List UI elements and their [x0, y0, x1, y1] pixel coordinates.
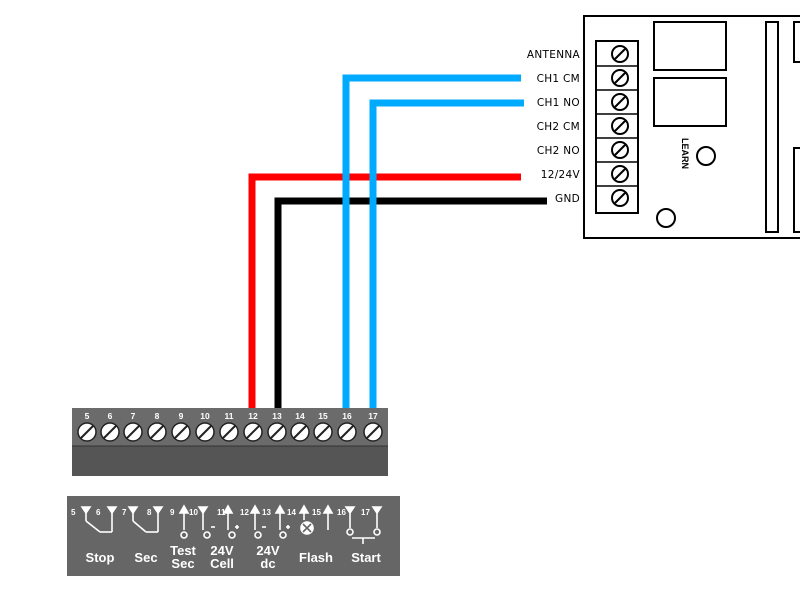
legend-label-test-sec: Sec	[171, 556, 194, 571]
control-screw-12	[243, 422, 263, 442]
test-sec-icon	[178, 504, 190, 539]
control-screw-15	[313, 422, 333, 442]
legend-number-17: 17	[361, 508, 370, 517]
terminal-number-12: 12	[248, 411, 258, 421]
receiver-label-power: 12/24V	[541, 169, 581, 181]
relay-2	[653, 77, 727, 127]
control-screw-10	[195, 422, 215, 442]
control-terminal-strip: 5 6 7 8 9 10 11 12 13 14 15 16 17	[72, 408, 388, 476]
receiver-label-ch1-no: CH1 NO	[537, 97, 580, 109]
terminal-number-7: 7	[131, 411, 136, 421]
control-screw-9	[171, 422, 191, 442]
legend-number-5: 5	[71, 508, 76, 517]
terminal-strip-base	[72, 446, 388, 476]
receiver-terminal-dividers	[596, 65, 638, 187]
terminal-number-13: 13	[272, 411, 282, 421]
legend-panel-bg	[67, 496, 400, 576]
terminal-number-17: 17	[368, 411, 378, 421]
control-screws	[77, 422, 383, 442]
receiver-screw-ch2no	[611, 141, 629, 159]
receiver-led	[656, 208, 676, 228]
receiver-module: LEARN ANTENNA CH1 CM CH1 NO CH2 CM CH2 N…	[527, 15, 800, 239]
sec-switch-icon	[127, 506, 164, 533]
terminal-number-11: 11	[225, 411, 234, 421]
legend-symbols	[80, 504, 383, 544]
terminal-number-10: 10	[200, 411, 210, 421]
legend-label-sec: Sec	[134, 550, 157, 565]
learn-label: LEARN	[680, 138, 690, 169]
control-screw-8	[147, 422, 167, 442]
terminal-number-5: 5	[85, 411, 90, 421]
legend-label-dc: dc	[260, 556, 275, 571]
legend-number-9: 9	[170, 508, 175, 517]
legend-number-15: 15	[312, 508, 321, 517]
dc-power-icon	[249, 504, 290, 539]
terminal-number-9: 9	[179, 411, 184, 421]
legend-label-24v-cell: 24V	[210, 543, 233, 558]
terminal-number-8: 8	[155, 411, 160, 421]
flash-lamp-icon	[298, 504, 334, 535]
relay-1	[653, 21, 727, 71]
receiver-connector-top	[793, 21, 800, 63]
cell-power-icon	[197, 504, 239, 539]
legend-number-14: 14	[287, 508, 296, 517]
receiver-component	[765, 21, 779, 233]
legend-number-10: 10	[189, 508, 198, 517]
wire-blue-ch1-no	[369, 99, 524, 408]
legend-label-test: Test	[170, 543, 196, 558]
receiver-screw-ch1no	[611, 93, 629, 111]
start-button-icon	[344, 506, 383, 544]
receiver-screw-ch2cm	[611, 117, 629, 135]
terminal-number-16: 16	[342, 411, 352, 421]
receiver-screw-ch1cm	[611, 69, 629, 87]
control-screw-14	[290, 422, 310, 442]
terminal-number-14: 14	[295, 411, 305, 421]
legend-number-11: 11	[217, 508, 226, 517]
legend-label-start: Start	[351, 550, 381, 565]
wires	[248, 74, 547, 408]
terminal-number-15: 15	[318, 411, 328, 421]
legend-number-12: 12	[240, 508, 249, 517]
receiver-screw-gnd	[611, 189, 629, 207]
terminal-strip-top	[72, 408, 388, 422]
receiver-connector-bottom	[793, 147, 800, 233]
receiver-screw-antenna	[611, 45, 629, 63]
control-screw-13	[267, 422, 287, 442]
terminal-number-6: 6	[108, 411, 113, 421]
receiver-screws	[611, 45, 629, 207]
receiver-label-antenna: ANTENNA	[527, 49, 581, 61]
control-screw-17	[363, 422, 383, 442]
stop-switch-icon	[80, 506, 118, 533]
legend-label-stop: Stop	[86, 550, 115, 565]
control-screw-7	[123, 422, 143, 442]
legend-number-16: 16	[337, 508, 346, 517]
wire-black-gnd	[274, 197, 547, 408]
legend-number-7: 7	[122, 508, 127, 517]
legend-label-24v-dc: 24V	[256, 543, 279, 558]
receiver-label-ch2-no: CH2 NO	[537, 145, 580, 157]
legend-label-flash: Flash	[299, 550, 333, 565]
receiver-label-ch1-cm: CH1 CM	[537, 73, 580, 85]
receiver-screw-power	[611, 165, 629, 183]
control-screw-11	[219, 422, 239, 442]
control-screw-6	[100, 422, 120, 442]
legend-number-8: 8	[147, 508, 152, 517]
wire-red-power	[248, 173, 521, 408]
receiver-label-ch2-cm: CH2 CM	[537, 121, 580, 133]
wire-blue-ch1-cm	[342, 74, 521, 408]
legend-number-13: 13	[262, 508, 271, 517]
receiver-label-gnd: GND	[555, 193, 580, 205]
legend-number-6: 6	[96, 508, 101, 517]
control-screw-16	[337, 422, 357, 442]
learn-button[interactable]	[696, 146, 716, 166]
control-screw-5	[77, 422, 97, 442]
control-legend-panel: 5 6 7 8 9 10 11 12 13 14 15 16 17	[67, 496, 400, 576]
legend-label-cell: Cell	[210, 556, 234, 571]
